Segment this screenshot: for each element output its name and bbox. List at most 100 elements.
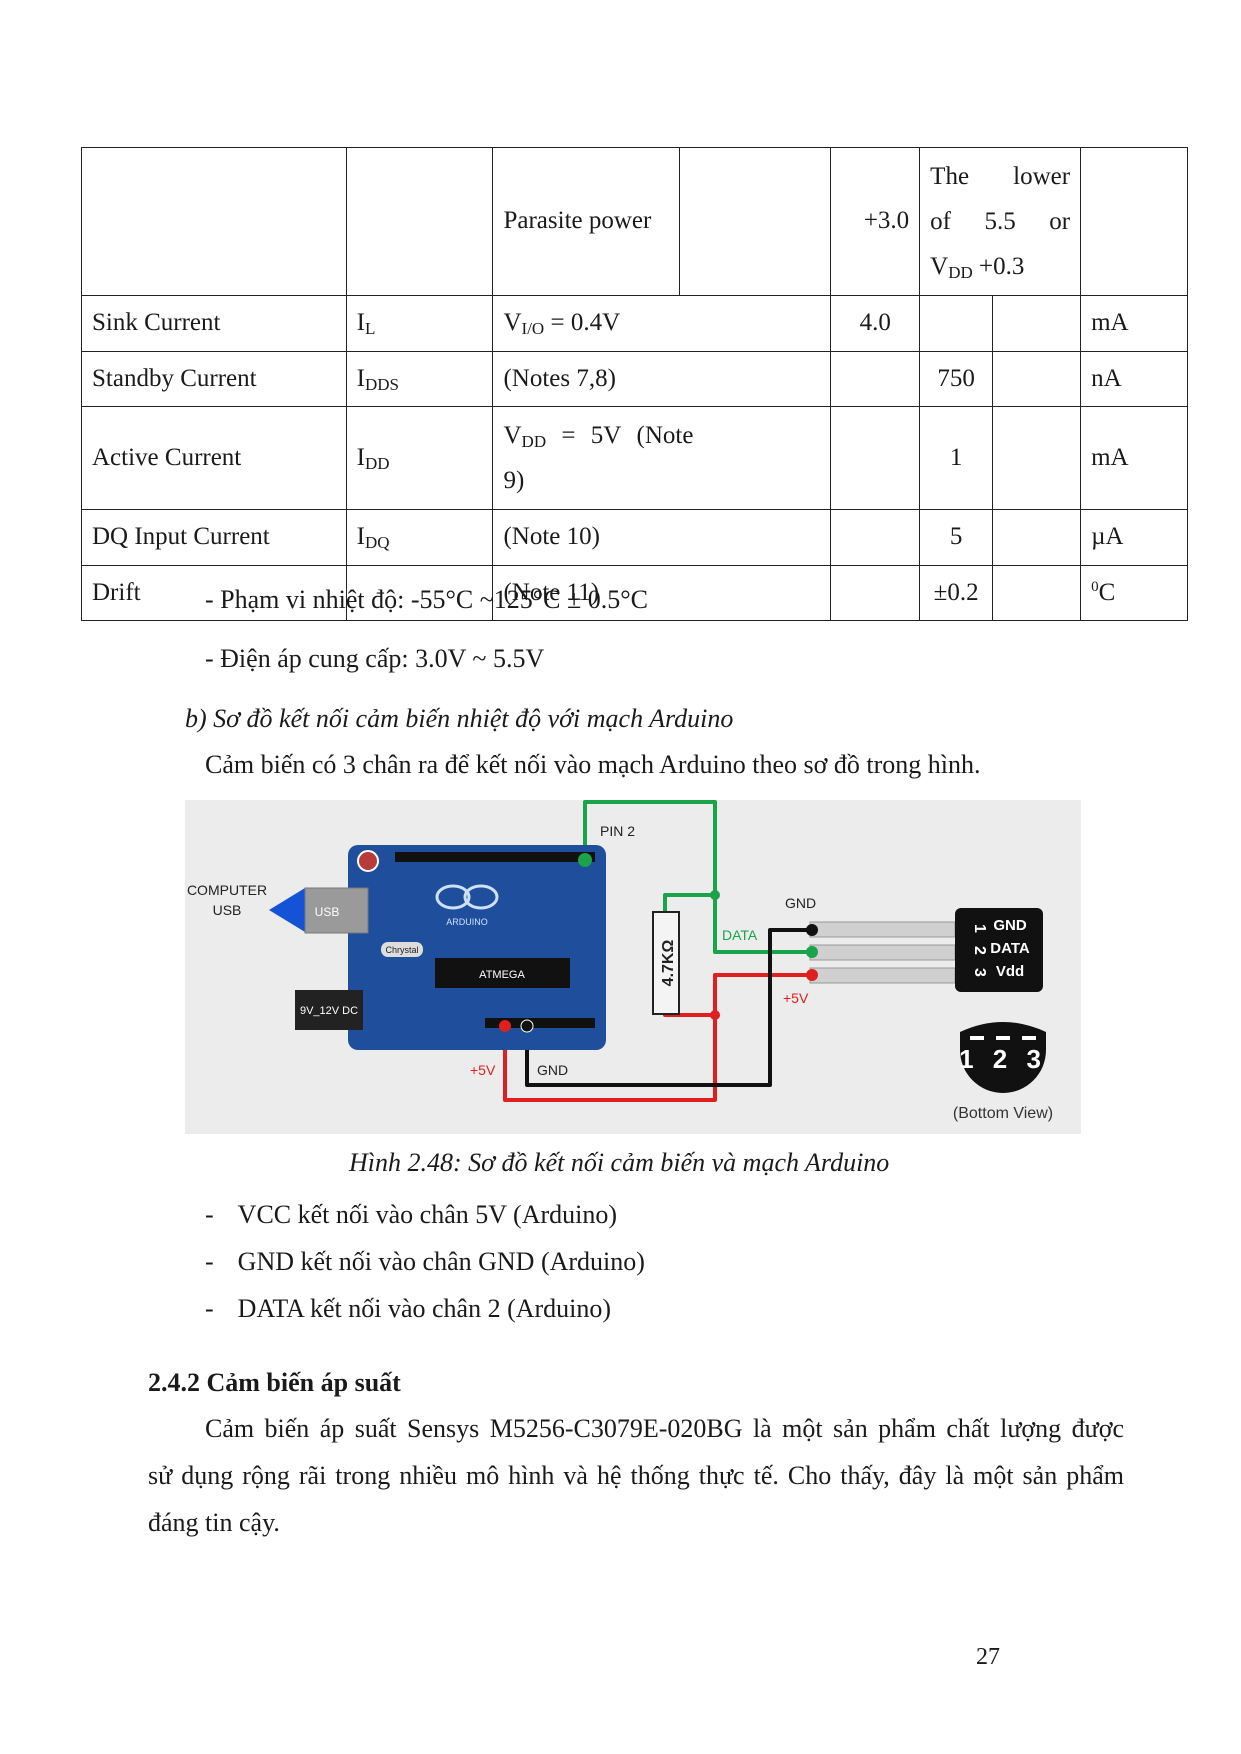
crystal	[381, 942, 423, 957]
table-cell	[830, 350, 921, 407]
arduino-wiring-figure: 1 2 3 GND DATA Vdd 1 2 3 (Bottom View) 4…	[185, 800, 1081, 1134]
power-jack-label: 9V_12V DC	[300, 1005, 358, 1017]
gnd-board-label: GND	[537, 1062, 568, 1078]
board-gnd-dot	[520, 1019, 534, 1033]
table-cell: Parasite power	[492, 147, 681, 296]
data-junction-dot	[806, 946, 818, 958]
table-cell: mA	[1080, 295, 1188, 352]
list-item: -DATA kết nối vào chân 2 (Arduino)	[205, 1294, 612, 1323]
table-cell: mA	[1080, 406, 1188, 510]
arduino-logo-label: ARDUINO	[446, 917, 488, 927]
table-cell	[992, 509, 1082, 566]
vcc-wire-label: +5V	[783, 990, 809, 1006]
usb-connector-label: USB	[315, 905, 340, 919]
sensor-pin-label: GND	[993, 917, 1027, 934]
resistor-label: 4.7KΩ	[660, 940, 677, 987]
sensor-pin-label: DATA	[990, 940, 1030, 957]
sensor-pin-number: 1	[971, 924, 988, 933]
table-cell: +3.0	[830, 147, 921, 296]
table-row: Sink Current IL VI/O = 0.4V 4.0 mA	[81, 295, 1188, 352]
table-cell: 1	[919, 406, 994, 510]
table-cell: (Note 11)	[492, 564, 832, 621]
sensor-pin-label: Vdd	[996, 963, 1024, 980]
table-cell: IDD	[345, 406, 494, 510]
table-cell: 750	[919, 350, 994, 407]
vcc-node-dot	[710, 1010, 720, 1020]
bottom-view-label: (Bottom View)	[953, 1105, 1053, 1122]
table-cell: Drift	[81, 564, 347, 621]
arduino-logo-icon	[435, 884, 471, 910]
data-node-dot	[710, 890, 720, 900]
table-cell	[345, 147, 494, 296]
table-row: Active Current IDD VDD = 5V (Note 9) 1 m…	[81, 406, 1188, 510]
sensor-pin-number: 3	[971, 968, 988, 977]
section-heading: 2.4.2 Cảm biến áp suất	[148, 1368, 401, 1397]
vcc-board-label: +5V	[470, 1062, 496, 1078]
table-cell: Sink Current	[81, 295, 347, 352]
table-cell: (Note 10)	[492, 509, 832, 566]
table-cell: nA	[1080, 350, 1188, 407]
arduino-board	[348, 845, 606, 1050]
table-row: DQ Input Current IDQ (Note 10) 5 µA	[81, 509, 1188, 566]
resistor	[652, 911, 680, 1015]
table-cell: VDD = 5V (Note 9)	[492, 406, 832, 510]
table-cell	[992, 406, 1082, 510]
table-cell	[919, 295, 994, 352]
table-cell	[992, 350, 1082, 407]
table-cell	[830, 406, 921, 510]
table-cell: DQ Input Current	[81, 509, 347, 566]
table-cell: VI/O = 0.4V	[492, 295, 832, 352]
table-row: Standby Current IDDS (Notes 7,8) 750 nA	[81, 350, 1188, 407]
pullup-wire	[663, 893, 715, 912]
usb-connector	[304, 887, 369, 934]
sensor-body	[955, 908, 1043, 992]
atmega-chip	[435, 958, 570, 988]
analog-header	[485, 1018, 595, 1028]
table-cell: 0C	[1080, 564, 1188, 621]
table-cell: (Notes 7,8)	[492, 350, 832, 407]
paragraph-line: đáng tin cậy.	[148, 1508, 280, 1537]
pin2-dot	[578, 853, 592, 867]
paragraph-line: Cảm biến áp suất Sensys M5256-C3079E-020…	[205, 1414, 1124, 1443]
gnd-wire	[525, 928, 812, 1087]
sensor-cable	[809, 921, 956, 984]
atmega-label: ATMEGA	[479, 969, 525, 981]
list-item: -GND kết nối vào chân GND (Arduino)	[205, 1247, 645, 1276]
gnd-wire-label: GND	[785, 895, 816, 911]
table-cell	[679, 147, 832, 296]
table-cell	[992, 564, 1082, 621]
figure-background	[185, 800, 1081, 1134]
table-cell: Active Current	[81, 406, 347, 510]
paragraph-line: sử dụng rộng rãi trong nhiều mô hình và …	[148, 1461, 1124, 1490]
table-cell: 4.0	[830, 295, 921, 352]
vcc-junction-dot	[806, 969, 818, 981]
digital-header	[395, 852, 595, 862]
list-item: -VCC kết nối vào chân 5V (Arduino)	[205, 1200, 618, 1229]
data-wire-label: DATA	[722, 927, 758, 943]
table-cell	[81, 147, 347, 296]
table-cell	[992, 295, 1082, 352]
table-cell: IDDS	[345, 350, 494, 407]
table-cell: 5	[919, 509, 994, 566]
table-cell: Standby Current	[81, 350, 347, 407]
crystal-label: Chrystal	[385, 945, 418, 955]
table-cell: ±0.2	[919, 564, 994, 621]
gnd-junction-dot	[806, 924, 818, 936]
figure-caption: Hình 2.48: Sơ đồ kết nối cảm biến và mạc…	[349, 1148, 890, 1177]
usb-arrow-icon	[269, 888, 305, 932]
vcc-wire	[503, 973, 812, 1102]
sensor-pin-number: 2	[971, 946, 988, 955]
power-jack	[295, 990, 363, 1030]
subheading-wiring-diagram: b) Sơ đồ kết nối cảm biến nhiệt độ với m…	[185, 704, 734, 733]
bullet-supply-voltage: - Điện áp cung cấp: 3.0V ~ 5.5V	[205, 644, 545, 673]
bottom-view-pin-marks	[970, 1036, 1036, 1040]
table-cell	[830, 509, 921, 566]
table-cell	[830, 564, 921, 621]
data-wire	[583, 800, 812, 954]
pin2-label: PIN 2	[600, 823, 635, 839]
intro-text: Cảm biến có 3 chân ra để kết nối vào mạc…	[205, 750, 981, 779]
board-5v-dot	[499, 1020, 511, 1032]
